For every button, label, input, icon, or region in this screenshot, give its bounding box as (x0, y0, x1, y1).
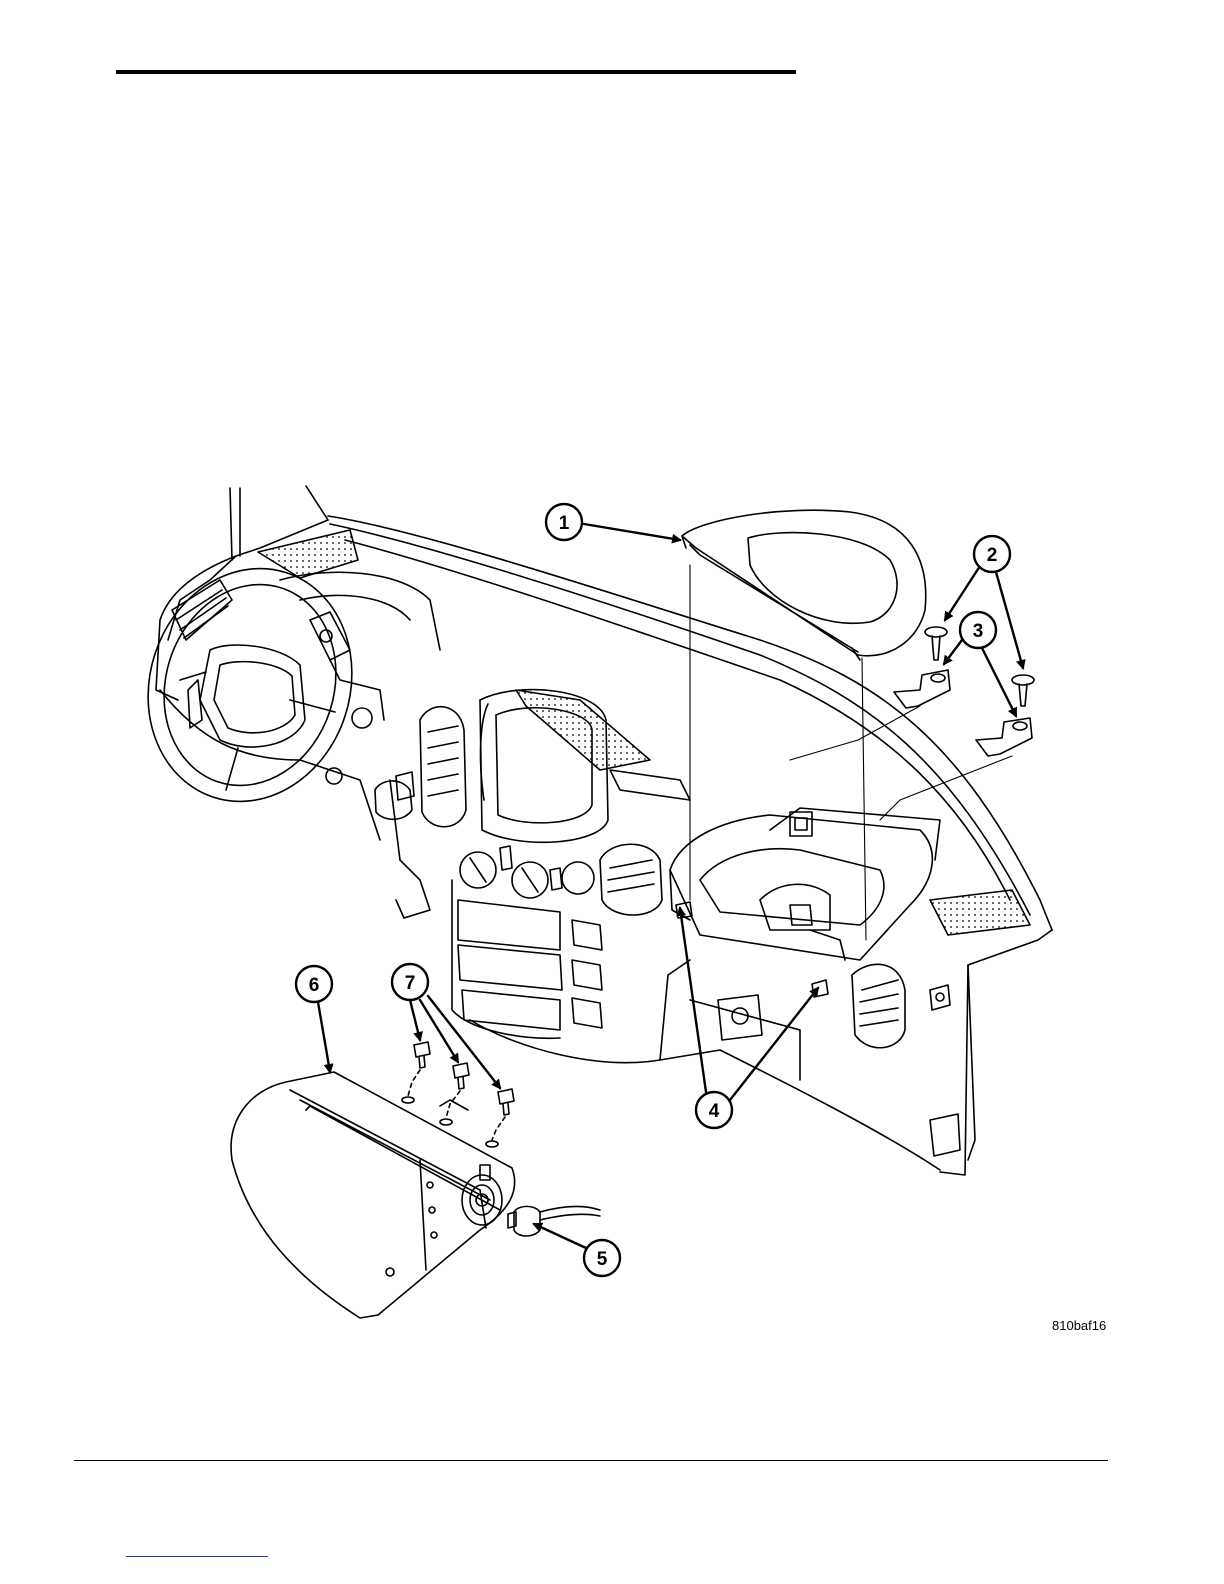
callout-4: 4 (696, 1092, 732, 1128)
svg-text:2: 2 (987, 545, 998, 566)
mounting-bolts (408, 1042, 514, 1140)
svg-text:4: 4 (709, 1101, 720, 1122)
callout-3: 3 (960, 612, 996, 648)
airbag-trim-cover (682, 510, 926, 660)
callout-2: 2 (974, 536, 1010, 572)
mounting-brackets (894, 670, 1032, 756)
svg-text:1: 1 (559, 513, 570, 534)
callouts: 1 2 3 4 5 6 7 (296, 504, 1010, 1276)
callout-7: 7 (392, 964, 428, 1000)
steering-wheel (118, 542, 381, 828)
svg-text:7: 7 (405, 973, 416, 994)
wire-harness-connector (508, 1206, 600, 1236)
callout-1: 1 (546, 504, 582, 540)
instrument-panel (156, 486, 1052, 1175)
figure-id-label: 810baf16 (1052, 1318, 1106, 1333)
svg-text:3: 3 (973, 621, 984, 642)
svg-text:5: 5 (597, 1249, 608, 1270)
svg-text:6: 6 (309, 975, 320, 996)
footer-link-underline[interactable] (126, 1556, 268, 1557)
callout-5: 5 (584, 1240, 620, 1276)
passenger-airbag-module (231, 1072, 515, 1318)
callout-6: 6 (296, 966, 332, 1002)
footer-rule (74, 1460, 1108, 1461)
